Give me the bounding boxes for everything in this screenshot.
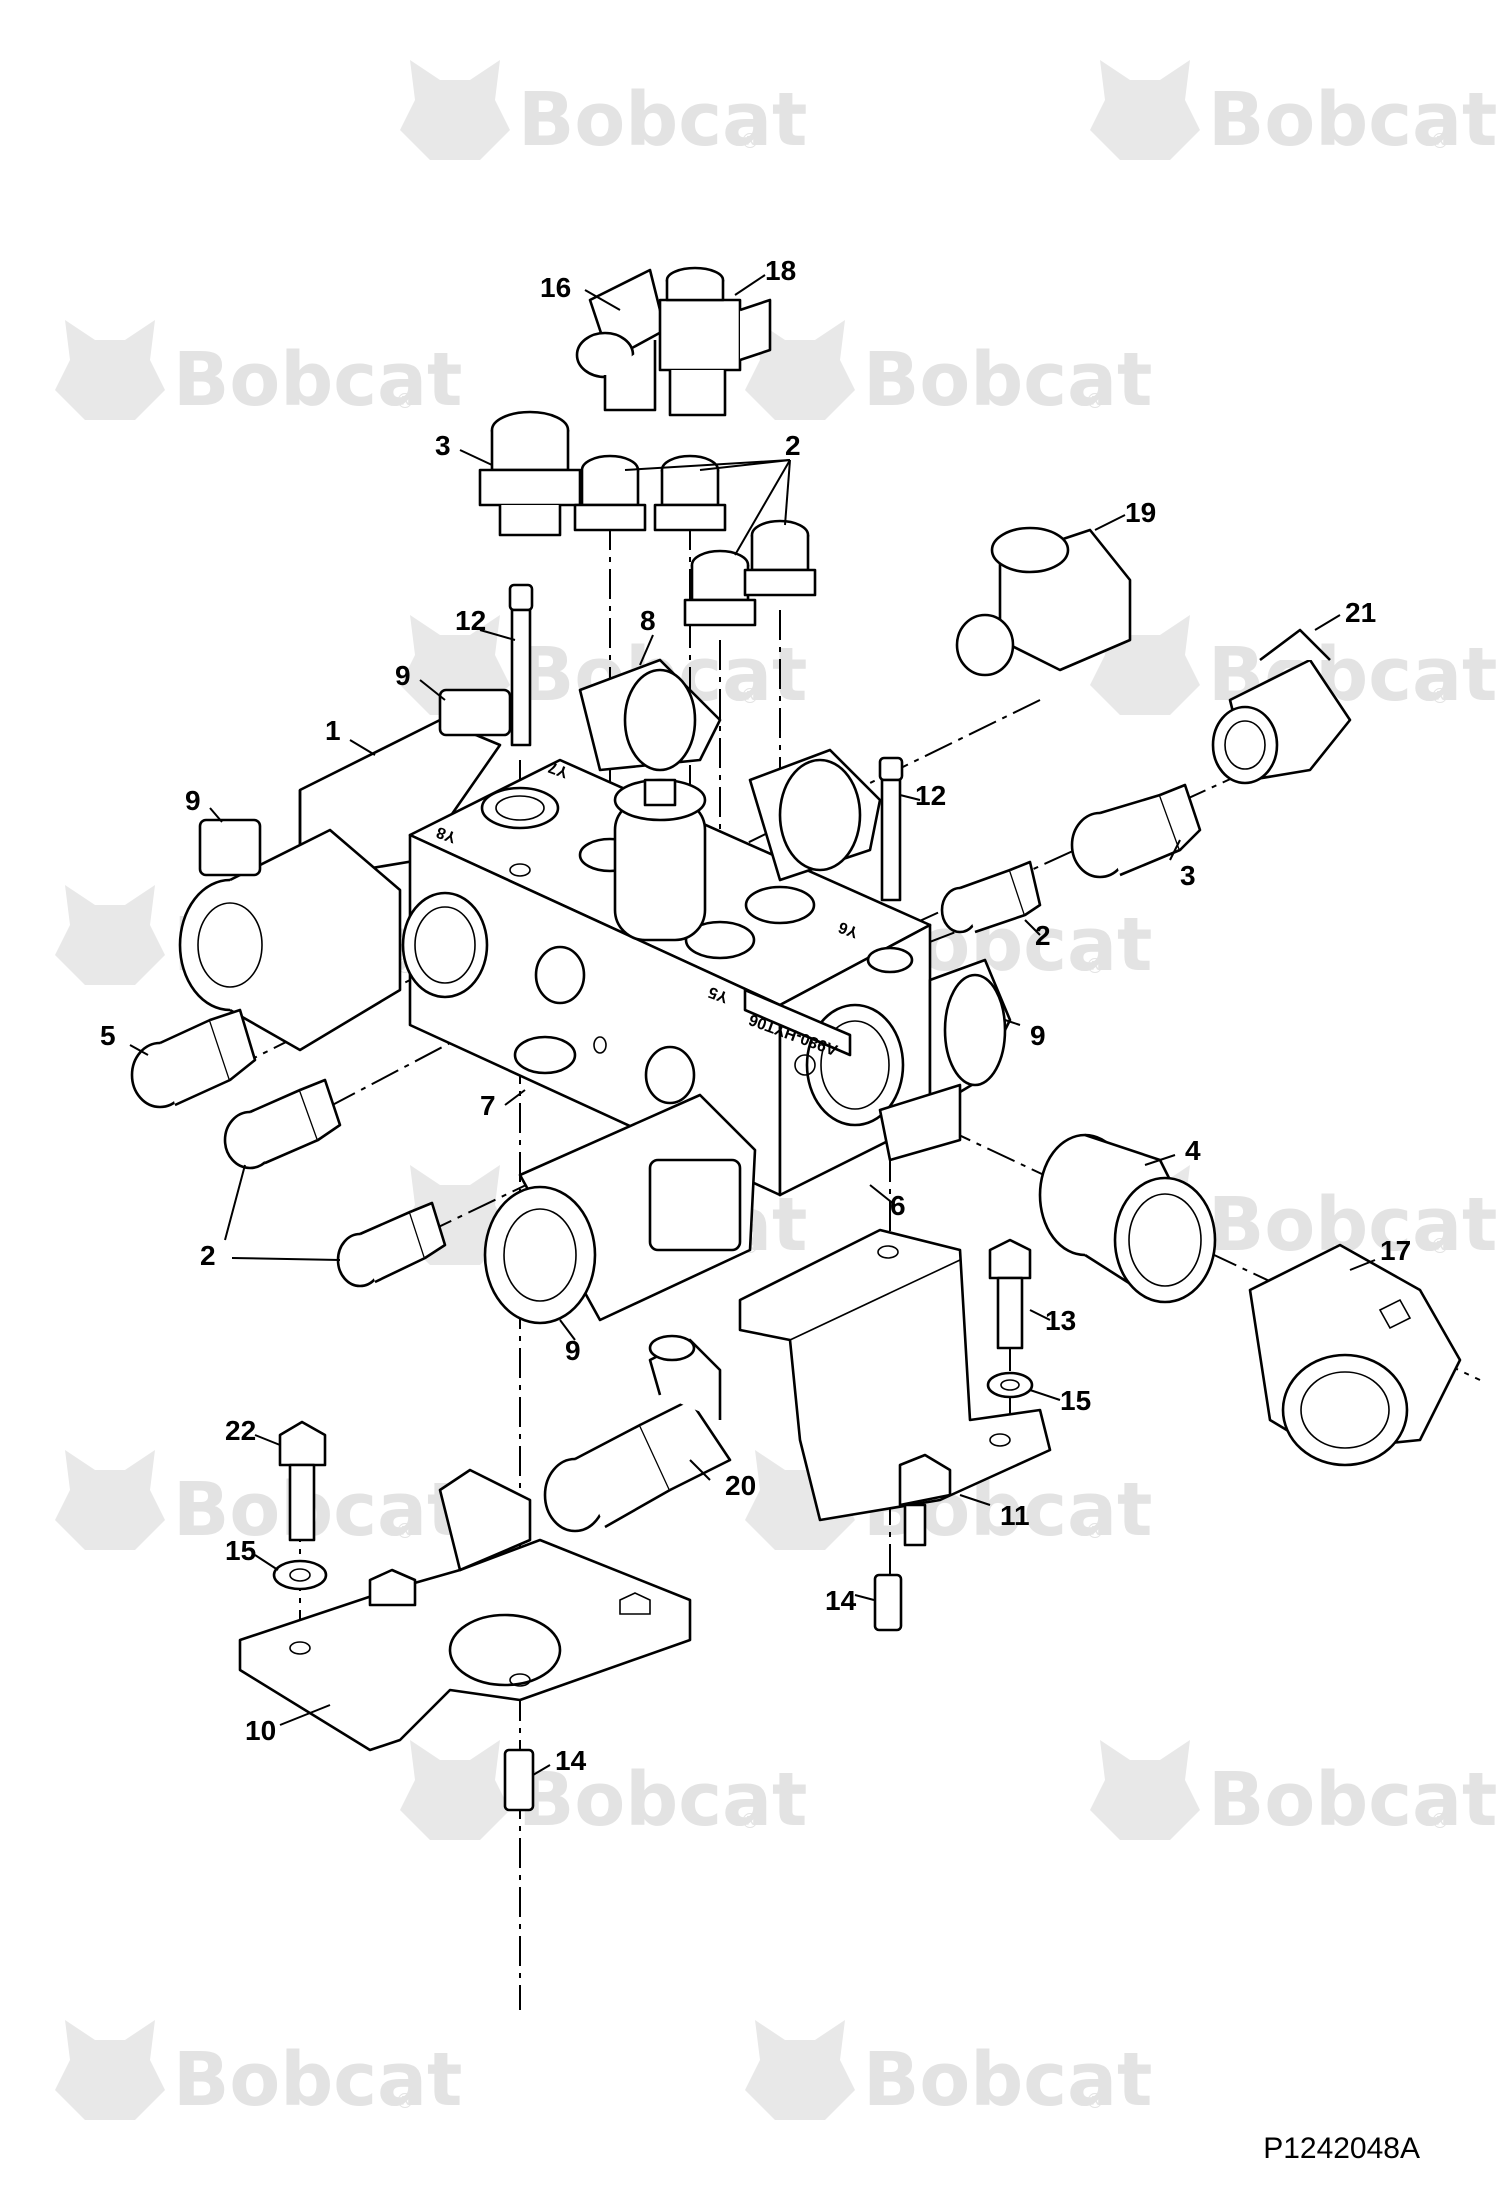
callout-label: 9 <box>1030 1020 1046 1051</box>
callout-label: 12 <box>915 780 946 811</box>
callout-label: 14 <box>825 1585 857 1616</box>
callout-label: 4 <box>1185 1135 1201 1166</box>
block-mark-y5: Y5 <box>706 983 730 1006</box>
watermark-logo: Bobcat ® <box>1090 1740 1497 1843</box>
drawing-number: P1242048A <box>1263 2132 1420 2165</box>
block-mark-y8: Y8 <box>434 823 458 846</box>
fitting-2-left-b <box>336 1201 447 1288</box>
fitting-3-right <box>1070 783 1202 879</box>
watermark-registered: ® <box>740 129 760 153</box>
brackets <box>238 1228 1052 1752</box>
watermark-logo: Bobcat ® <box>400 1740 807 1843</box>
fitting-18-tee <box>658 266 772 417</box>
callout-label: 10 <box>245 1715 276 1746</box>
watermark-registered: ® <box>1430 684 1450 708</box>
callout-label: 3 <box>435 430 451 461</box>
callout-label: 8 <box>640 605 656 636</box>
watermark-logo: Bobcat ® <box>745 320 1152 423</box>
watermark-registered: ® <box>1430 1809 1450 1833</box>
callout-label: 22 <box>225 1415 256 1446</box>
watermark-registered: ® <box>1430 1234 1450 1258</box>
callout-label: 17 <box>1380 1235 1411 1266</box>
fitting-2-c <box>683 549 757 627</box>
watermark-logo: Bobcat ® <box>55 2020 462 2123</box>
watermark-logo: Bobcat ® <box>55 320 462 423</box>
fitting-3-top <box>478 410 582 537</box>
watermark-text: Bobcat <box>518 77 807 163</box>
callout-label: 15 <box>225 1535 256 1566</box>
callout-label: 2 <box>1035 920 1051 951</box>
callout-label: 12 <box>455 605 486 636</box>
callout-label: 2 <box>200 1240 216 1271</box>
watermark-registered: ® <box>395 1519 415 1543</box>
callout-label: 6 <box>890 1190 906 1221</box>
fitting-2-d <box>743 519 817 597</box>
callout-label: 14 <box>555 1745 587 1776</box>
watermark-text: Bobcat <box>1208 1757 1497 1843</box>
callout-label: 9 <box>185 785 201 816</box>
callout-label: 15 <box>1060 1385 1091 1416</box>
callout-label: 2 <box>785 430 801 461</box>
callout-label: 1 <box>325 715 341 746</box>
fitting-2-b <box>653 454 727 532</box>
callout-label: 13 <box>1045 1305 1076 1336</box>
fitting-17 <box>1248 1243 1462 1467</box>
fitting-2-right <box>940 860 1042 934</box>
callout-label: 19 <box>1125 497 1156 528</box>
watermark-logo: Bobcat ® <box>55 1450 462 1553</box>
watermark-text: Bobcat <box>173 1467 462 1553</box>
fitting-2-a <box>573 454 647 532</box>
watermark-registered: ® <box>1085 389 1105 413</box>
watermark-logo: Bobcat ® <box>400 60 807 163</box>
fitting-16-elbow <box>575 268 667 412</box>
callout-label: 9 <box>565 1335 581 1366</box>
valve-block: A980-HYT06 Y7 Y8 Y6 Y5 <box>178 658 1012 1325</box>
watermark-registered: ® <box>1085 2089 1105 2113</box>
watermark-registered: ® <box>1085 1519 1105 1543</box>
callout-label: 7 <box>480 1090 496 1121</box>
fitting-5 <box>130 1008 257 1109</box>
fitting-2-left-a <box>223 1078 342 1170</box>
watermark-logo: Bobcat ® <box>1090 60 1497 163</box>
watermark-text: Bobcat <box>863 337 1152 423</box>
fitting-4 <box>1038 1133 1217 1304</box>
fitting-20 <box>543 1334 732 1533</box>
fasteners <box>272 583 1034 1812</box>
watermark-registered: ® <box>395 389 415 413</box>
watermark-registered: ® <box>740 1809 760 1833</box>
watermark-text: Bobcat <box>1208 77 1497 163</box>
watermark-registered: ® <box>740 684 760 708</box>
callout-leaders <box>129 274 1376 1776</box>
callout-label: 16 <box>540 272 571 303</box>
callout-label: 18 <box>765 255 796 286</box>
watermark-text: Bobcat <box>173 2037 462 2123</box>
fitting-21 <box>1211 628 1352 785</box>
watermark-text: Bobcat <box>173 337 462 423</box>
callout-label: 11 <box>1000 1500 1030 1531</box>
watermark-registered: ® <box>1430 129 1450 153</box>
callout-label: 21 <box>1345 597 1376 628</box>
watermark-text: Bobcat <box>518 1757 807 1843</box>
watermark-registered: ® <box>1085 954 1105 978</box>
callout-label: 9 <box>395 660 411 691</box>
callout-label: 20 <box>725 1470 756 1501</box>
watermark-registered: ® <box>395 2089 415 2113</box>
callout-label: 5 <box>100 1020 116 1051</box>
block-mark-y7: Y7 <box>546 758 570 781</box>
block-mark-y6: Y6 <box>836 918 860 941</box>
watermark-logo: Bobcat ® <box>745 2020 1152 2123</box>
callout-labels: 1 2 2 2 3 3 4 5 6 7 8 9 9 9 9 10 11 12 1… <box>100 255 1411 1776</box>
watermark-text: Bobcat <box>863 2037 1152 2123</box>
fittings <box>130 266 1462 1533</box>
fitting-19-elbow <box>955 526 1132 677</box>
callout-label: 3 <box>1180 860 1196 891</box>
